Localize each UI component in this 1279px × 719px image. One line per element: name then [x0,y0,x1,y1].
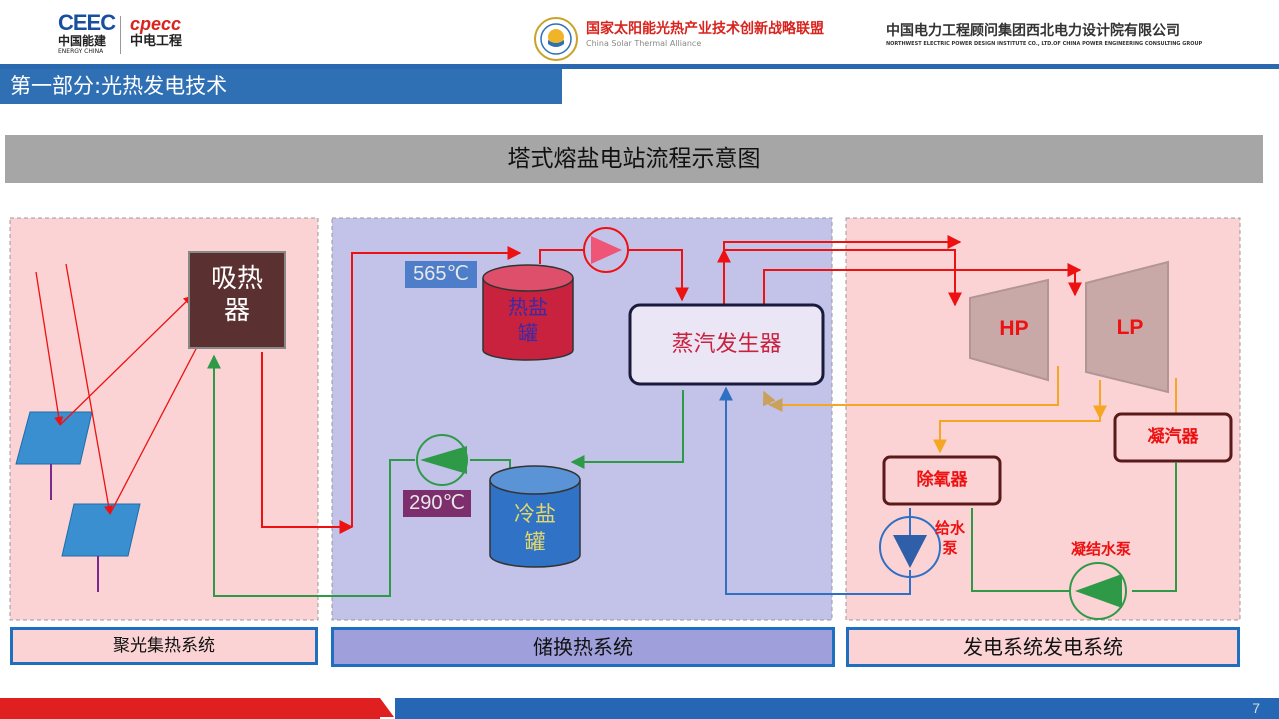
cold-salt-tank [489,465,581,568]
lp-label: LP [1116,316,1144,339]
cpecc-mark: cpecc [130,14,182,34]
hot-tank-label: 热盐 罐 [490,294,566,346]
cold-tank-temp: 290℃ [403,490,471,517]
heliostat-2 [61,503,141,592]
header-divider-line [0,64,1279,69]
hot-tank-label-line1: 热盐 [508,295,548,319]
system-label-collector: 聚光集热系统 [10,627,318,665]
institute-name-cn: 中国电力工程顾问集团西北电力设计院有限公司 [886,23,1180,39]
hot-tank-temp: 565℃ [405,261,477,288]
hp-label: HP [999,317,1029,340]
hot-salt-pump-icon [583,227,629,273]
exhaust-lines [768,366,1177,454]
deaerator-label: 除氧器 [916,470,968,490]
hot-salt-lines [261,235,1082,534]
section-title-bar: 第一部分:光热发电技术 [0,69,562,104]
institute-name: 中国电力工程顾问集团西北电力设计院有限公司 NORTHWEST ELECTRIC… [886,22,1202,48]
footer-red-band [0,698,380,719]
alliance-seal-icon [534,17,578,61]
receiver-label-line2: 器 [223,296,250,326]
system-label-storage: 储换热系统 [331,627,835,667]
section-title: 第一部分:光热发电技术 [10,74,228,98]
flow-diagram [9,217,1241,621]
cold-tank-label: 冷盐 罐 [497,500,573,556]
page-number: 7 [1252,700,1260,716]
system-label-power: 发电系统发电系统 [846,627,1240,667]
condensate-line [1132,462,1177,592]
cold-tank-label-line1: 冷盐 [514,502,556,526]
hp-turbine [969,278,1049,382]
condensate-pump-icon [1069,562,1127,620]
feed-pump-label-line1: 给水 [934,519,965,537]
cold-tank-label-line2: 罐 [524,530,546,554]
receiver-box [188,251,286,349]
alliance-name-cn: 国家太阳能光热产业技术创新战略联盟 [586,21,824,37]
feed-water-line [719,386,911,595]
deaerator-box [882,455,1002,506]
diagram-title-bar: 塔式熔盐电站流程示意图 [5,135,1263,183]
heliostat-1 [15,411,93,500]
steam-generator-box [628,303,825,386]
ceec-name-cn: 中国能建 [58,34,107,48]
institute-name-en: NORTHWEST ELECTRIC POWER DESIGN INSTITUT… [886,41,1203,47]
receiver-label-line1: 吸热 [210,264,263,294]
cold-salt-pump-icon [416,434,468,486]
hot-tank-label-line2: 罐 [518,321,538,345]
condenser-box [1113,412,1233,463]
feed-pump-label-line2: 泵 [942,539,958,557]
ceec-logo: CEEC 中国能建 ENERGY CHINA [58,10,116,56]
cpecc-logo: cpecc 中电工程 [130,14,182,50]
footer-blue-band [395,698,1279,719]
hot-salt-tank [482,264,574,361]
condensate-line-2 [971,508,1070,592]
diagram-title: 塔式熔盐电站流程示意图 [507,146,761,172]
condenser-label: 凝汽器 [1147,427,1199,447]
steam-generator-label: 蒸汽发生器 [671,332,782,357]
logo-divider [120,16,121,54]
alliance-name-en: China Solar Thermal Alliance [586,39,702,48]
ceec-mark: CEEC [58,10,116,35]
condensate-pump-label: 凝结水泵 [1070,540,1131,558]
lp-turbine [1085,260,1169,394]
sun-rays [35,263,211,515]
alliance-name: 国家太阳能光热产业技术创新战略联盟 China Solar Thermal Al… [586,20,824,50]
cpecc-name-cn: 中电工程 [130,34,183,49]
feed-pump-label: 给水 泵 [932,518,968,558]
ceec-name-en: ENERGY CHINA [58,48,104,55]
header: CEEC 中国能建 ENERGY CHINA cpecc 中电工程 国家太阳能光… [0,0,1279,66]
receiver-label: 吸热 器 [189,263,285,327]
